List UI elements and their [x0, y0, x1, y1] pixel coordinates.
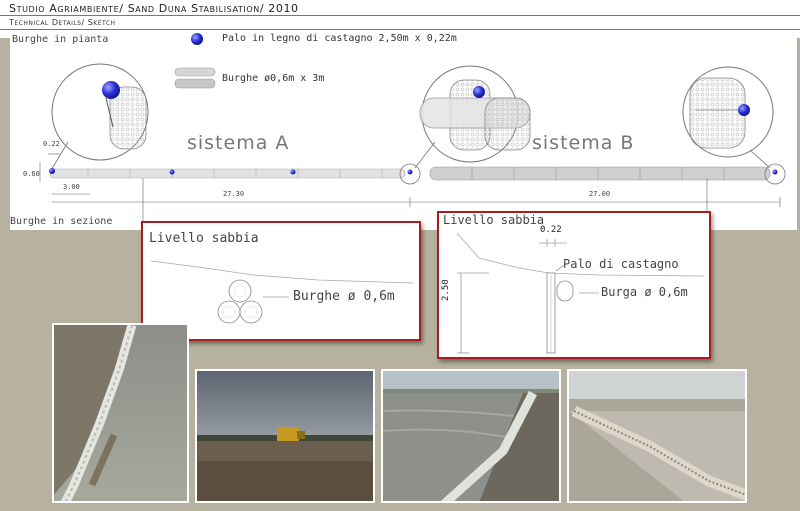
legend-burghe-text: Burghe ø0,6m x 3m — [222, 73, 325, 84]
header-divider — [0, 15, 800, 16]
section-b-inset: Livello sabbia 0.22 Palo di castagno Bur… — [437, 211, 711, 359]
section-b-drawing — [456, 232, 705, 354]
photo-waves-burghe — [381, 369, 561, 503]
label-plan: Burghe in pianta — [12, 34, 109, 45]
photo-burghe-shoreline — [52, 323, 189, 503]
header: Studio Agriambiente/ Sand Duna Stabilisa… — [0, 0, 800, 38]
dim-060: 0.60 — [23, 170, 40, 178]
title-studio: Studio Agriambiente/ — [9, 2, 124, 15]
section-b-sand-level: Livello sabbia — [443, 213, 545, 227]
burghe-chain-a — [49, 168, 406, 179]
photo-excavator-site — [195, 369, 375, 503]
section-b-burga-label: Burga ø 0,6m — [601, 285, 688, 299]
detail-circle-a — [49, 63, 149, 173]
section-b-dim-250: 2.50 — [441, 279, 451, 301]
section-a-inset: Livello sabbia Burghe ø 0,6m — [141, 221, 421, 341]
legend-burghe-icon — [174, 67, 216, 77]
page-subtitle: Technical Details/ Sketch — [9, 18, 116, 27]
section-a-burghe-label: Burghe ø 0,6m — [293, 289, 395, 304]
dim-022: 0.22 — [43, 140, 60, 148]
system-a-label: sistema A — [187, 132, 290, 154]
burghe-chain-b — [399, 163, 786, 185]
section-b-pole-label: Palo di castagno — [563, 257, 679, 271]
dim-2700: 27.00 — [589, 190, 611, 198]
dim-300: 3.00 — [63, 183, 80, 191]
section-a-drawing — [150, 260, 414, 324]
title-project: Sand Duna Stabilisation/ 2010 — [123, 2, 299, 15]
section-a-sand-level: Livello sabbia — [149, 231, 259, 246]
detail-circle-b2 — [682, 66, 774, 169]
dim-2730: 27.30 — [223, 190, 245, 198]
system-b-label: sistema B — [532, 132, 635, 154]
header-divider-bottom — [0, 29, 800, 30]
detail-circle-b1 — [414, 65, 531, 169]
plan-panel: Burghe in pianta Palo in legno di castag… — [10, 32, 797, 232]
label-section: Burghe in sezione — [10, 216, 113, 227]
legend-burghe-icon-2 — [174, 78, 216, 89]
section-b-dim-022: 0.22 — [540, 225, 562, 235]
photo-beach-burghe — [567, 369, 747, 503]
legend-pole-text: Palo in legno di castagno 2,50m x 0,22m — [222, 33, 457, 44]
legend-pole-icon — [191, 33, 203, 45]
page-title: Studio Agriambiente/ Sand Duna Stabilisa… — [9, 2, 299, 15]
plan-drawing — [39, 33, 786, 232]
